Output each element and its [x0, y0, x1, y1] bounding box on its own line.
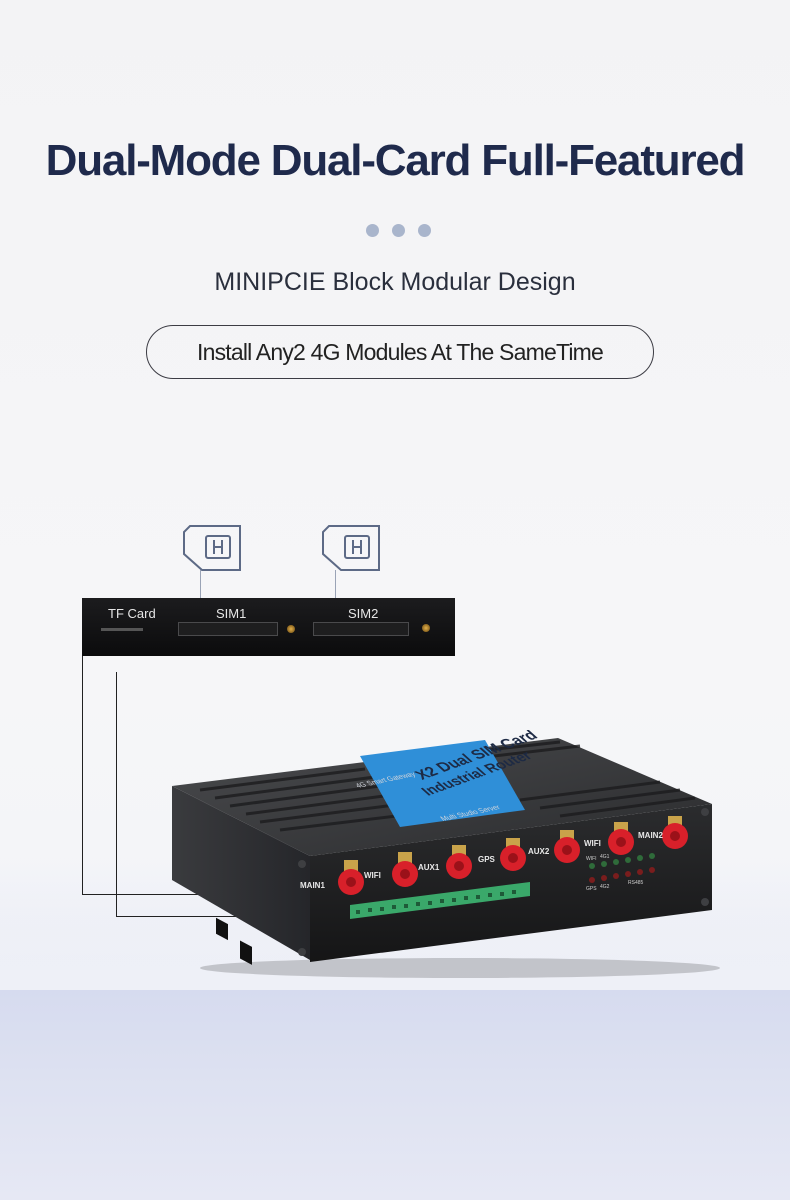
terminal-block: [350, 882, 530, 919]
port-label: AUX1: [418, 863, 440, 872]
antenna-connectors: [338, 816, 688, 895]
port-label: WIFI: [584, 839, 601, 848]
sim1-label: SIM1: [216, 606, 247, 621]
connector-line: [116, 672, 117, 916]
page-title: Dual-Mode Dual-Card Full-Featured: [45, 136, 746, 185]
router-device: X2 Dual SIM Card Industrial Router 4G Sm…: [172, 730, 720, 978]
sim2-slot: [313, 622, 409, 636]
decorative-dots: [366, 224, 432, 238]
dot-icon: [418, 224, 431, 237]
indicator-led: [287, 625, 295, 633]
port-label: WIFI: [364, 871, 381, 880]
port-label: GPS: [478, 855, 496, 864]
connector-line: [116, 916, 236, 917]
connector-line: [82, 894, 212, 895]
sim-card-icon: [322, 525, 380, 571]
sim2-label: SIM2: [348, 606, 379, 621]
led-label: RS485: [628, 880, 644, 886]
led-label: 4G2: [600, 884, 610, 890]
feature-pill: Install Any2 4G Modules At The SameTime: [146, 325, 654, 379]
port-label: MAIN2: [638, 831, 663, 840]
connector-line: [82, 656, 83, 894]
led-label: 4G1: [600, 854, 610, 860]
port-label: AUX2: [528, 847, 550, 856]
sim1-slot: [178, 622, 278, 636]
led-label: WIFI: [586, 856, 597, 862]
dot-icon: [392, 224, 405, 237]
sim-card-icon: [183, 525, 241, 571]
feature-pill-text: Install Any2 4G Modules At The SameTime: [196, 338, 604, 365]
status-leds: [589, 853, 655, 883]
dot-icon: [366, 224, 379, 237]
tf-card-slot: [101, 628, 143, 631]
led-label: GPS: [586, 886, 597, 892]
indicator-led: [422, 624, 430, 632]
subtitle: MINIPCIE Block Modular Design: [214, 268, 576, 296]
port-label: MAIN1: [300, 881, 325, 890]
tf-card-label: TF Card: [108, 606, 156, 621]
floor-background: [0, 990, 790, 1200]
